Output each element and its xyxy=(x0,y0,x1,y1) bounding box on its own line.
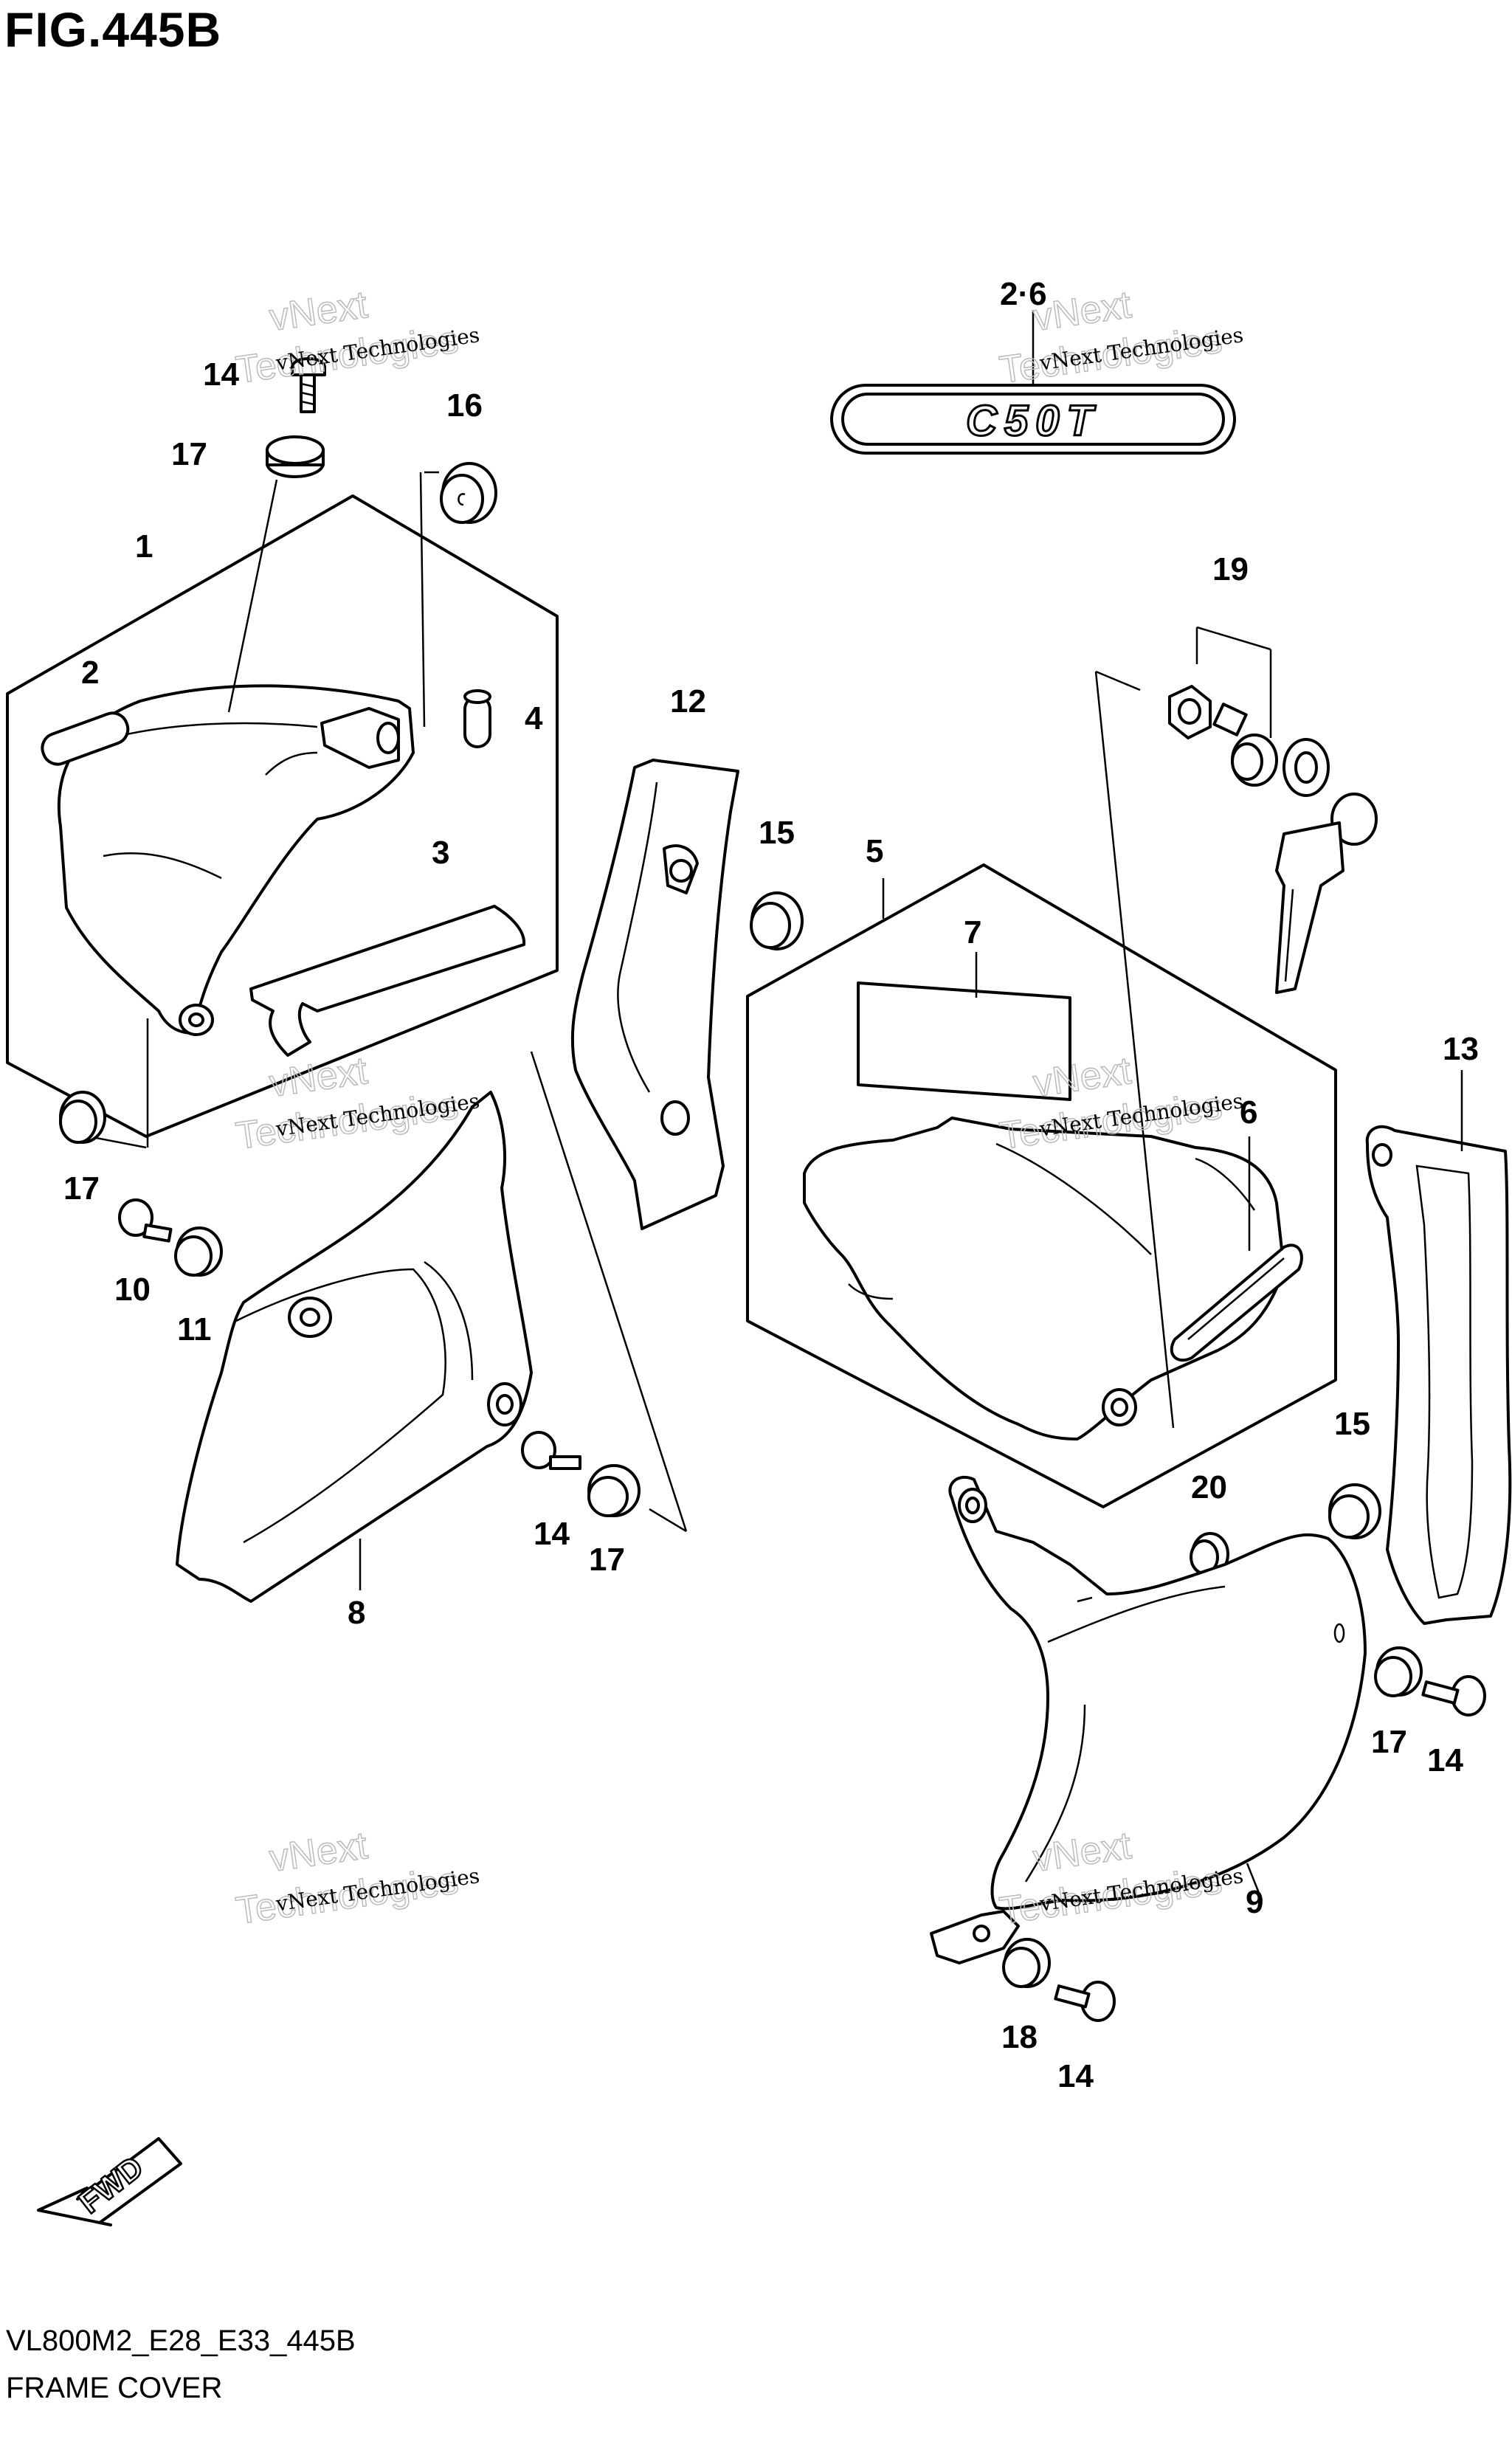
label-part-7 xyxy=(857,981,1071,1101)
callout-14-mid: 14 xyxy=(534,1516,570,1552)
svg-text:vNext: vNext xyxy=(267,1824,370,1880)
frame-cover-5-group xyxy=(746,863,1337,1508)
grommet-part-15-right xyxy=(1328,1483,1381,1539)
watermark-5: vNext Technologies vNext Technologies xyxy=(232,1823,481,1933)
screw-part-14-top xyxy=(291,357,326,413)
callout-19: 19 xyxy=(1212,551,1249,587)
grommet-part-17-left xyxy=(59,1091,106,1144)
callout-2-6: 2·6 xyxy=(1000,276,1047,312)
bracket-part-12 xyxy=(570,759,739,1230)
grommet-part-18 xyxy=(1002,1938,1051,1988)
callout-labels: 2·6 14 16 17 1 2 4 3 12 15 5 7 19 13 6 1… xyxy=(63,276,1479,2094)
strip-part-13 xyxy=(1365,1070,1512,1625)
callout-4: 4 xyxy=(525,700,543,736)
footer: VL800M2_E28_E33_445B FRAME COVER xyxy=(6,2317,356,2412)
callout-11: 11 xyxy=(177,1311,212,1348)
callout-13: 13 xyxy=(1443,1031,1479,1067)
rear-frame-cover-part xyxy=(57,684,415,1035)
callout-17-top: 17 xyxy=(171,436,207,472)
callout-16: 16 xyxy=(446,387,483,424)
pin-part-4 xyxy=(463,695,491,748)
figure-title: FIG.445B xyxy=(4,2,222,57)
screw-part-14-right xyxy=(1421,1675,1486,1716)
grommet-part-16 xyxy=(440,462,497,524)
frame-cover-part-5 xyxy=(803,1117,1285,1440)
callout-6: 6 xyxy=(1240,1094,1257,1131)
frame-cover-1-group xyxy=(6,471,559,1149)
emblem-text: C50T xyxy=(966,397,1100,445)
assembly-outline-5 xyxy=(746,863,1337,1508)
callout-15-right: 15 xyxy=(1334,1406,1370,1442)
svg-text:vNext: vNext xyxy=(267,1049,370,1105)
emblem-part-2 xyxy=(41,711,130,766)
callout-9: 9 xyxy=(1246,1884,1263,1920)
pad-part-3 xyxy=(249,905,526,1057)
callout-14-top: 14 xyxy=(203,356,239,393)
callout-17-mid: 17 xyxy=(589,1542,625,1578)
screw-part-14-bottom xyxy=(1054,1981,1116,2022)
emblem-part-6 xyxy=(1170,1243,1303,1362)
callout-3: 3 xyxy=(432,835,449,871)
callout-8: 8 xyxy=(348,1595,365,1631)
callout-17-left: 17 xyxy=(63,1170,100,1207)
svg-text:vNext: vNext xyxy=(267,283,370,339)
callout-12: 12 xyxy=(670,683,706,720)
callout-1: 1 xyxy=(135,528,153,565)
callout-7: 7 xyxy=(964,914,981,950)
callout-2: 2 xyxy=(81,655,99,691)
watermark-1: vNext Technologies vNext Technologies xyxy=(232,283,481,393)
side-cover-part-9 xyxy=(930,1475,1367,1964)
model-code: VL800M2_E28_E33_445B xyxy=(6,2325,356,2357)
section-name: FRAME COVER xyxy=(6,2372,223,2404)
grommet-part-17-top xyxy=(266,435,325,478)
watermark-3: vNext Technologies vNext Technologies xyxy=(232,1049,481,1159)
grommet-part-11 xyxy=(174,1226,223,1277)
grommet-part-15-center xyxy=(750,891,804,950)
callout-10: 10 xyxy=(114,1271,151,1308)
side-cover-part-8 xyxy=(176,1091,533,1603)
callout-14-right: 14 xyxy=(1427,1742,1463,1778)
screw-part-14-mid-left xyxy=(521,1431,581,1470)
grommet-part-17-mid-left xyxy=(587,1464,641,1517)
callout-5: 5 xyxy=(866,833,883,869)
bolt-part-10 xyxy=(118,1198,173,1243)
assembly-outline-1 xyxy=(6,494,559,1138)
grommet-part-17-right xyxy=(1374,1646,1423,1697)
fwd-arrow: FWD xyxy=(37,2137,182,2226)
key-set-part-19 xyxy=(1168,626,1378,994)
callout-14-bottom: 14 xyxy=(1057,2058,1094,2094)
callout-15-center: 15 xyxy=(759,815,795,851)
callout-18: 18 xyxy=(1001,2019,1038,2055)
callout-17-right: 17 xyxy=(1371,1724,1407,1760)
callout-20: 20 xyxy=(1191,1469,1227,1505)
emblem-part-2-6: C50T xyxy=(830,310,1236,455)
